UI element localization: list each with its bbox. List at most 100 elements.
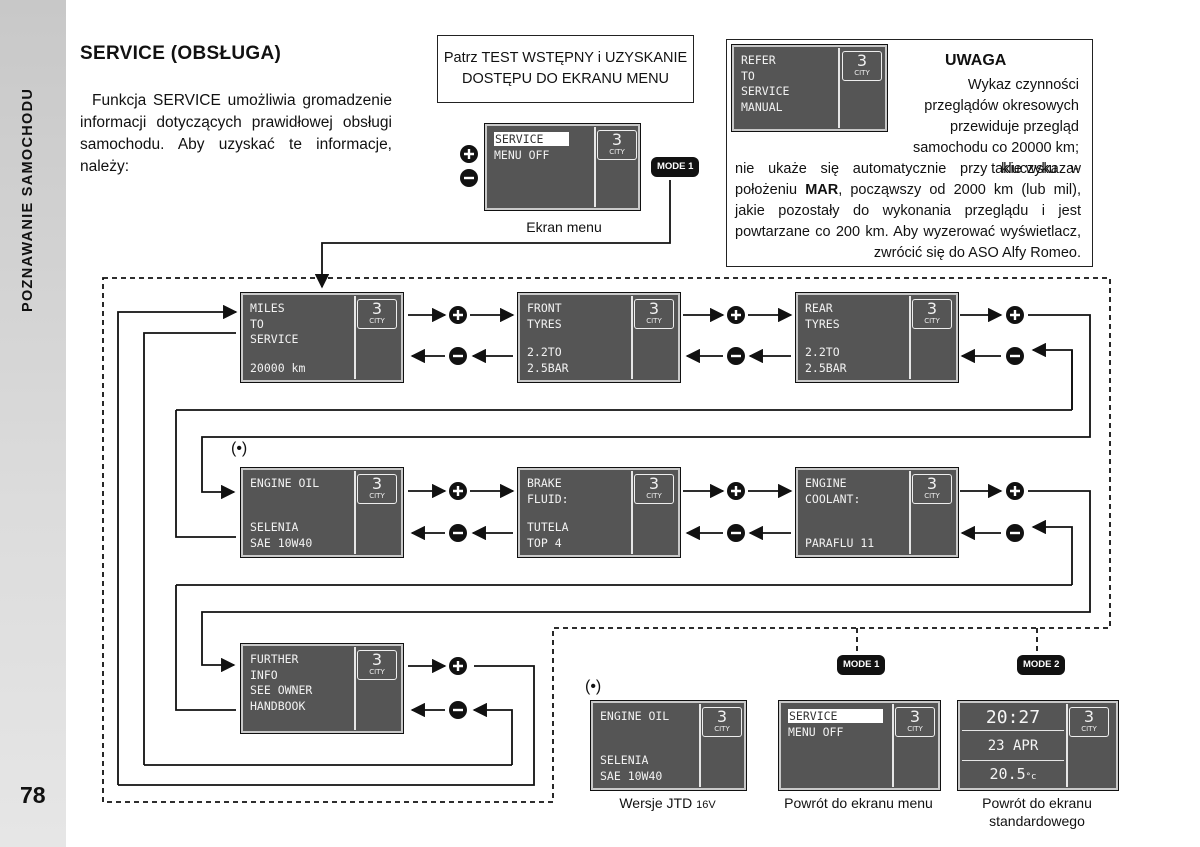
lcd-line: FLUID: (527, 491, 569, 506)
lcd-line: MANUAL (741, 99, 783, 114)
gear-mode: CITY (609, 148, 625, 156)
hint-box: Patrz TEST WSTĘPNY i UZYSKANIE DOSTĘPU DO… (437, 35, 694, 103)
mode1-badge: MODE 1 (837, 655, 886, 675)
plus-icon (449, 306, 467, 324)
minus-icon (460, 169, 478, 187)
lcd-line: REFER (741, 53, 776, 67)
caption-text: standardowego (989, 813, 1085, 829)
gear-mode: CITY (924, 317, 940, 325)
plus-icon (449, 657, 467, 675)
lcd-line: SEE OWNER (250, 683, 313, 697)
dashed-frame (102, 277, 1111, 803)
lcd-value: 2.2TO (805, 345, 840, 359)
caption-menu-screen: Ekran menu (526, 219, 602, 235)
caption-jtd: Wersje JTD 16V (590, 794, 745, 814)
plus-icon (460, 145, 478, 163)
lcd-line: MILES (250, 301, 285, 315)
gear-mode: CITY (854, 69, 870, 77)
gear-number: 3 (926, 299, 938, 318)
lcd-divider (354, 296, 356, 379)
caption-text: Wersje JTD (619, 795, 697, 811)
plus-minus-buttons (449, 145, 1024, 719)
gear-mode: CITY (369, 492, 385, 500)
lcd-line: MENU OFF (788, 724, 844, 739)
page-number: 78 (20, 782, 46, 808)
gear-number: 3 (371, 299, 383, 318)
lcd-line: HANDBOOK (250, 698, 306, 713)
menu-to-miles-line (314, 180, 671, 289)
outside-temperature: 20.5°c (962, 762, 1064, 786)
lcd-value: 20000 km (250, 360, 306, 375)
gear-mode: CITY (924, 492, 940, 500)
lcd-value: SAE 10W40 (250, 535, 313, 550)
lcd-line: TO (250, 316, 264, 331)
gear-number: 3 (648, 299, 660, 318)
lcd-divider (594, 127, 596, 207)
lcd-line: INFO (250, 667, 278, 682)
gear-mode: CITY (907, 725, 923, 733)
minus-icon (1006, 347, 1024, 365)
minus-icon (449, 347, 467, 365)
plus-icon (727, 306, 745, 324)
lcd-divider (838, 48, 840, 128)
lcd-divider (354, 471, 356, 554)
caption-text: Powrót do ekranu (982, 795, 1092, 811)
gear-number: 3 (611, 130, 623, 149)
note-text-part: nie ukaże się automatycznie przy kluczyk… (735, 161, 1081, 198)
note-text-1: Wykaz czynności przeglądów okresowych pr… (912, 77, 1079, 177)
gear-number: 3 (926, 474, 938, 493)
clock-date: 23 APR (962, 732, 1064, 761)
lcd-value: SELENIA (600, 753, 649, 767)
lcd-line: TO (741, 68, 755, 83)
lcd-line: COOLANT: (805, 491, 861, 506)
lcd-line: BRAKE (527, 476, 562, 490)
minus-icon (727, 347, 745, 365)
gear-number: 3 (371, 650, 383, 669)
intro-paragraph: Funkcja SERVICE umożliwia gromadzenie in… (80, 92, 392, 175)
row2-to-row3-line (201, 490, 1091, 673)
lcd-value: 2.5BAR (805, 360, 847, 375)
minus-icon (727, 524, 745, 542)
lcd-line: ENGINE (805, 476, 847, 490)
lcd-line: TYRES (527, 316, 562, 331)
lcd-line: REAR (805, 301, 833, 315)
note-text-part: , począwszy od 2000 km (lub mil), jakie … (735, 182, 1082, 261)
plus-icon (1006, 482, 1024, 500)
lcd-divider (909, 296, 911, 379)
hint-line-2: DOSTĘPU DO EKRANU MENU (461, 71, 670, 87)
clock-time: 20:27 (962, 705, 1064, 731)
lcd-divider (631, 296, 633, 379)
lcd-highlighted-item: SERVICE (494, 132, 570, 146)
lcd-value: TUTELA (527, 520, 569, 534)
caption-return-menu: Powrót do ekranu menu (784, 795, 933, 811)
gear-number: 3 (716, 707, 728, 726)
jtd-marker: (•) (231, 440, 248, 457)
minus-icon (449, 701, 467, 719)
lcd-value: TOP 4 (527, 535, 562, 550)
lcd-line: SERVICE (250, 332, 299, 346)
hint-line-1: Patrz TEST WSTĘPNY i UZYSKANIE (443, 50, 688, 66)
lcd-divider (699, 704, 701, 787)
mode1-badge: MODE 1 (651, 157, 700, 177)
gear-number: 3 (1083, 707, 1095, 726)
lcd-line: SERVICE (741, 84, 790, 98)
lcd-line: ENGINE OIL (600, 709, 670, 723)
jtd-marker: (•) (585, 678, 602, 695)
